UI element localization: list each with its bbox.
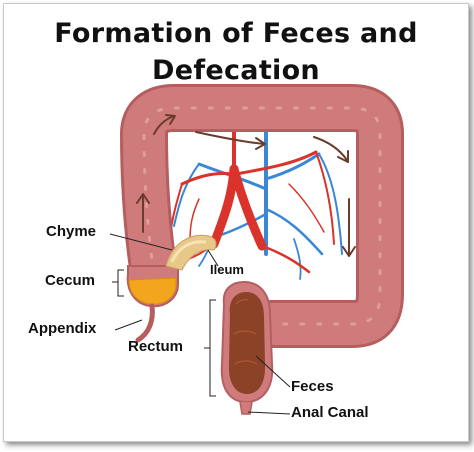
label-chyme: Chyme	[46, 223, 97, 240]
anal-canal-shape	[239, 401, 253, 415]
ileum	[165, 234, 217, 271]
label-appendix: Appendix	[28, 320, 97, 337]
diagram-frame: Formation of Feces and Defecation	[3, 3, 469, 442]
label-anal-canal: Anal Canal	[291, 404, 369, 421]
label-ileum: Ileum	[210, 262, 244, 277]
label-rectum: Rectum	[128, 338, 184, 355]
blood-vessels	[169, 106, 343, 280]
arteries	[169, 106, 335, 274]
appendix-shape	[135, 303, 155, 343]
label-cecum: Cecum	[45, 272, 96, 289]
feces-mass	[228, 292, 266, 394]
colon-illustration	[109, 84, 405, 415]
label-feces: Feces	[291, 378, 334, 395]
veins	[173, 106, 343, 280]
title-line-2: Defecation	[152, 55, 320, 86]
large-intestine	[120, 84, 405, 348]
leader-lines	[109, 233, 291, 415]
flow-arrows	[136, 114, 356, 257]
cecum	[126, 265, 179, 308]
title-line-1: Formation of Feces and	[54, 18, 418, 49]
rectum	[220, 280, 274, 415]
